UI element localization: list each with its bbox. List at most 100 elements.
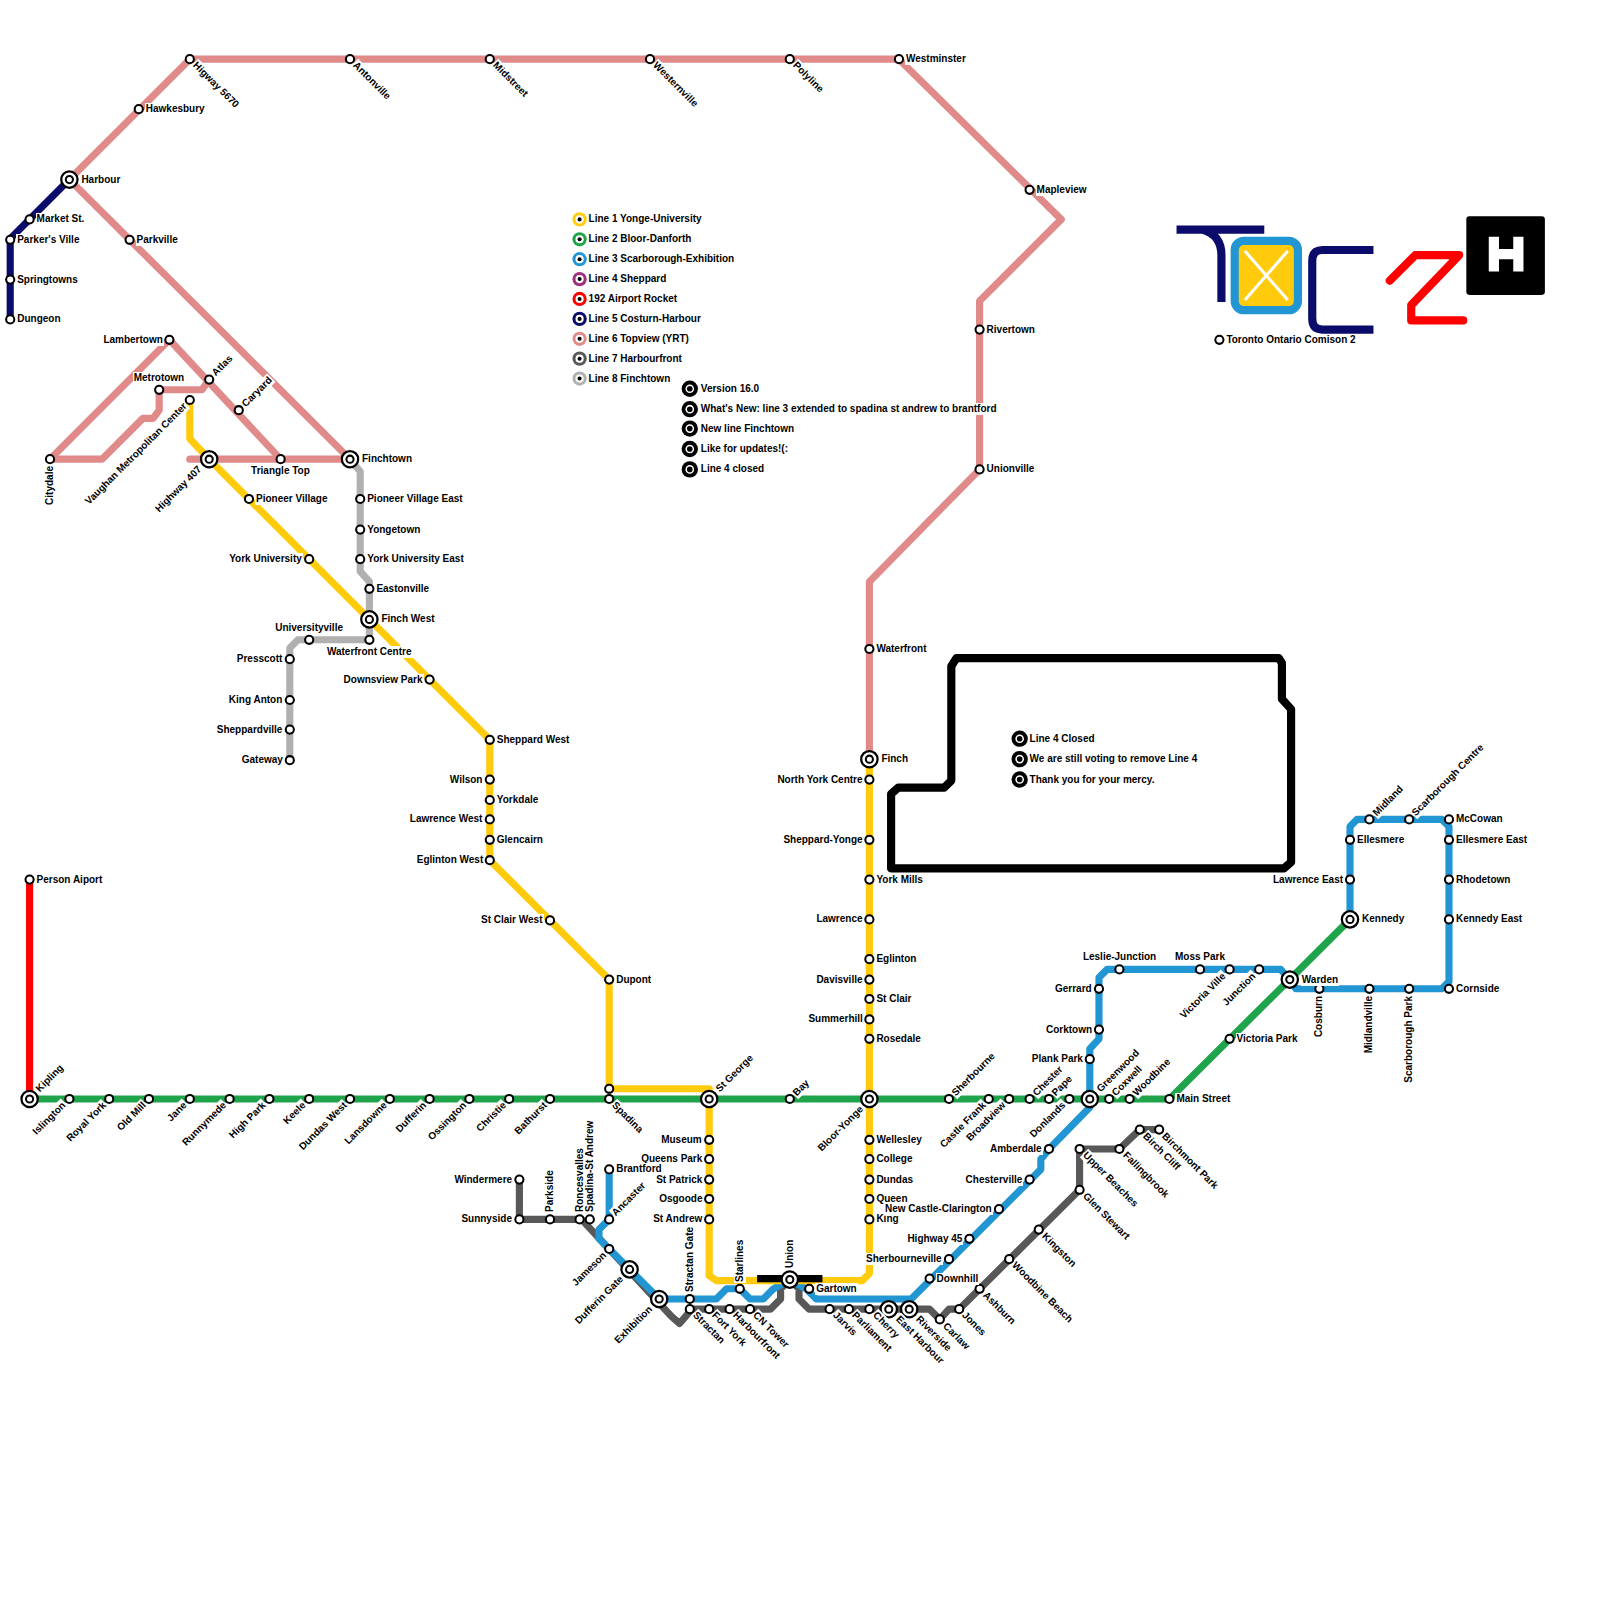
legend-swatch xyxy=(572,272,586,286)
station-dot xyxy=(486,815,494,823)
station-dot xyxy=(865,836,873,844)
station-marker xyxy=(865,776,873,784)
station-label: Finchtown xyxy=(361,453,413,465)
station-dot xyxy=(235,406,243,414)
interchange-ring xyxy=(61,171,77,187)
station-dot xyxy=(895,55,903,63)
station-marker xyxy=(1282,971,1298,987)
station-marker xyxy=(1445,915,1453,923)
station-dot xyxy=(976,326,984,334)
station-dot xyxy=(1086,1055,1094,1063)
station-marker xyxy=(1346,836,1354,844)
station-marker xyxy=(936,1315,944,1323)
logo-square xyxy=(1466,216,1545,295)
notice-box: Line 4 ClosedWe are still voting to remo… xyxy=(886,653,1296,874)
station-label: Yongetown xyxy=(366,524,421,536)
interchange-ring xyxy=(1282,971,1298,987)
station-marker xyxy=(486,856,494,864)
station-marker xyxy=(1405,985,1413,993)
station-marker xyxy=(1165,1095,1173,1103)
interchange-core xyxy=(346,456,353,463)
station-layer xyxy=(6,55,1453,1323)
interchange-core xyxy=(1086,1095,1093,1102)
station-label: Scarborough Park xyxy=(1403,995,1415,1084)
station-label: Sheppardville xyxy=(216,724,284,736)
station-dot xyxy=(226,1095,234,1103)
station-dot xyxy=(605,1095,613,1103)
station-dot xyxy=(1026,1176,1034,1184)
notice-text: Thank you for your mercy. xyxy=(1030,774,1155,786)
note-text: Version 16.0 xyxy=(700,383,760,395)
station-label: Leslie-Junction xyxy=(1082,951,1157,963)
station-label: Christie xyxy=(473,1099,509,1135)
station-marker xyxy=(682,441,698,457)
station-label: Eglinton West xyxy=(416,854,484,866)
station-marker xyxy=(356,555,364,563)
station-marker xyxy=(1076,1186,1084,1194)
station-dot xyxy=(605,1085,613,1093)
station-marker xyxy=(865,645,873,653)
station-marker xyxy=(6,315,14,323)
station-label: Citydale xyxy=(44,465,56,506)
station-label: McCowan xyxy=(1455,813,1504,825)
station-label: Gateway xyxy=(241,754,284,766)
station-marker xyxy=(1082,1091,1098,1107)
station-marker xyxy=(976,465,984,473)
station-label: Bathurst xyxy=(511,1099,550,1138)
station-label: Dufferin xyxy=(393,1099,430,1136)
station-marker xyxy=(126,236,134,244)
legend-text: Line 4 Sheppard xyxy=(588,273,668,285)
interchange-core xyxy=(786,1276,793,1283)
interchange-core xyxy=(366,616,373,623)
station-marker xyxy=(1115,965,1123,973)
station-marker xyxy=(861,1091,877,1107)
station-label: Jameson xyxy=(569,1249,610,1290)
station-marker xyxy=(365,585,373,593)
station-dot xyxy=(1405,985,1413,993)
station-marker xyxy=(605,1085,613,1093)
station-dot xyxy=(826,1305,834,1313)
legend-swatch xyxy=(572,371,586,385)
station-label: Springtowns xyxy=(16,274,79,286)
station-dot xyxy=(356,555,364,563)
station-dot xyxy=(865,1176,873,1184)
station-marker xyxy=(145,1095,153,1103)
station-label: Caryard xyxy=(239,374,276,411)
note-bullet-ring xyxy=(686,406,693,413)
station-dot xyxy=(1065,1095,1073,1103)
interchange-core xyxy=(66,176,73,183)
station-label: Midland xyxy=(1369,783,1406,820)
station-marker xyxy=(465,1095,473,1103)
station-marker xyxy=(1342,911,1358,927)
station-dot xyxy=(286,696,294,704)
station-label: Finch West xyxy=(380,613,435,625)
interchange-ring xyxy=(861,1091,877,1107)
station-label: Bloor-Yonge xyxy=(814,1103,866,1155)
station-dot xyxy=(965,1235,973,1243)
station-marker xyxy=(1155,1126,1163,1134)
interchange-ring xyxy=(361,611,377,627)
station-label: Presscott xyxy=(236,653,284,665)
station-marker xyxy=(1115,1145,1123,1153)
legend-marker xyxy=(572,212,586,226)
station-label: Pioneer Village East xyxy=(366,493,463,505)
station-label: Davisville xyxy=(815,974,863,986)
station-dot xyxy=(686,1305,694,1313)
station-marker xyxy=(186,1095,194,1103)
note-bullet xyxy=(682,401,698,417)
interchange-ring xyxy=(1082,1091,1098,1107)
station-dot xyxy=(1095,985,1103,993)
station-dot xyxy=(926,1274,934,1282)
legend-swatch-dot xyxy=(578,277,582,281)
station-label: Scarborough Centre xyxy=(1409,741,1487,819)
station-marker xyxy=(26,215,34,223)
station-marker xyxy=(486,736,494,744)
station-label: Gartown xyxy=(815,1283,858,1295)
station-label: Chesterville xyxy=(965,1174,1024,1186)
station-marker xyxy=(515,1215,523,1223)
station-dot xyxy=(865,915,873,923)
legend-marker xyxy=(572,371,586,385)
station-dot xyxy=(1165,1095,1173,1103)
station-dot xyxy=(286,726,294,734)
